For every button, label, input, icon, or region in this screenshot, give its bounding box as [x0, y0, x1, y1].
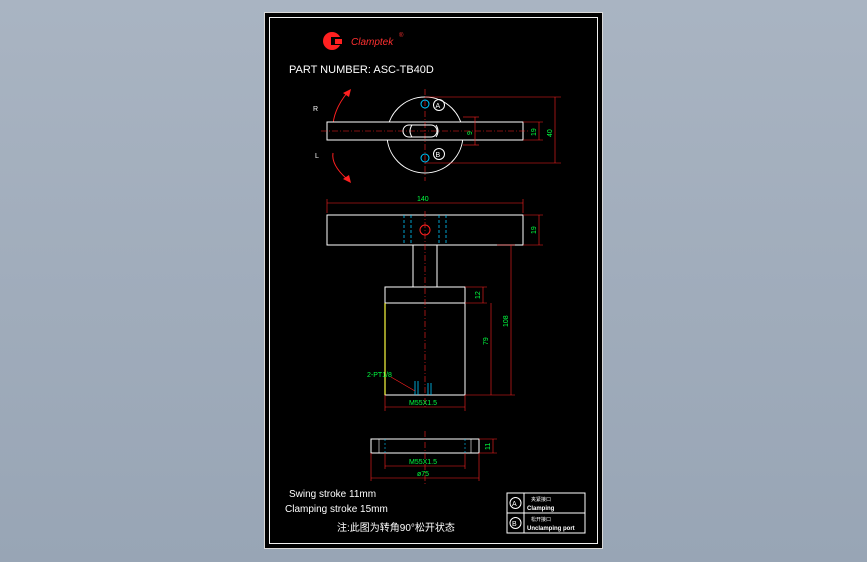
dim-40: 40	[547, 129, 554, 137]
dim-79: 79	[483, 337, 490, 345]
dim-19-front: 19	[531, 226, 538, 234]
legend-b-symbol: B	[512, 521, 517, 528]
legend-a-english: Clamping	[527, 506, 555, 512]
nut-thread-dim: M55X1.5	[409, 459, 437, 466]
drawing-canvas: Clamptek ® PART NUMBER: ASC-TB40D R L	[285, 32, 586, 534]
port-b-symbol: B	[436, 152, 441, 159]
dim-12: 12	[475, 291, 482, 299]
logo-text: Clamptek	[351, 37, 394, 48]
logo-reg-mark: ®	[399, 32, 404, 39]
dim-108: 108	[503, 315, 510, 327]
nut-view: 11 M55X1.5 ø75	[370, 431, 497, 485]
port-callout: 2-PT1/8	[367, 372, 392, 379]
swing-stroke-note: Swing stroke 11mm	[289, 489, 376, 500]
legend-b-chinese: 松开接口	[531, 516, 551, 523]
sheet-border	[269, 17, 598, 544]
dim-140: 140	[417, 196, 429, 203]
clamping-stroke-note: Clamping stroke 15mm	[285, 504, 388, 515]
body-thread-dim: M55X1.5	[409, 400, 437, 407]
legend-a-chinese: 夹紧接口	[531, 496, 551, 503]
top-view: R L A B 9	[313, 89, 561, 183]
port-legend-table: A B 夹紧接口 Clamping 松开接口 Unclamping port	[506, 492, 586, 534]
dim-9: 9	[467, 131, 474, 135]
part-number: PART NUMBER: ASC-TB40D	[289, 64, 434, 76]
port-a-symbol: A	[436, 103, 441, 110]
rotation-left-label: L	[315, 153, 319, 160]
drawing-sheet: Clamptek ® PART NUMBER: ASC-TB40D R L	[264, 12, 603, 549]
dim-19-top: 19	[531, 128, 538, 136]
legend-a-symbol: A	[512, 501, 517, 508]
clamptek-logo: Clamptek ®	[323, 32, 404, 50]
nut-diameter-dim: ø75	[417, 471, 429, 478]
rotation-note: 注:此图为转角90°松开状态	[337, 521, 455, 534]
front-view: 140 19	[326, 196, 543, 411]
legend-b-english: Unclamping port	[527, 526, 575, 532]
rotation-right-label: R	[313, 106, 318, 113]
dim-11: 11	[485, 443, 492, 450]
